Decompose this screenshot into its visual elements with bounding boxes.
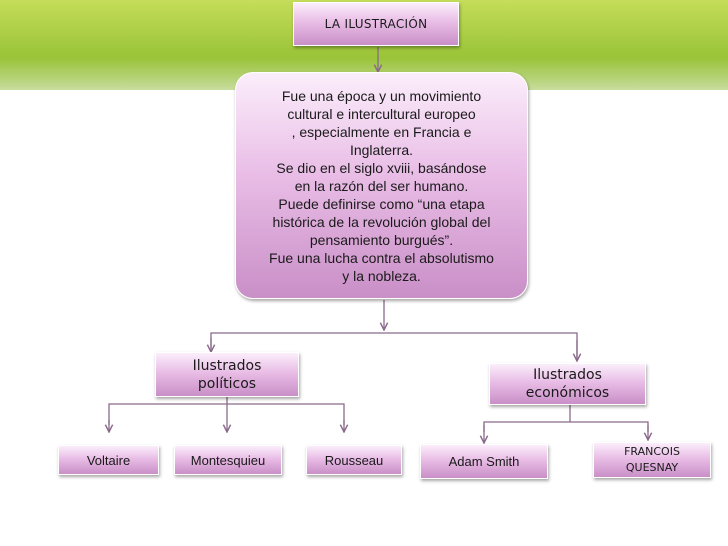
description-line: cultural e intercultural europeo [287,105,476,122]
description-line: en la razón del ser humano. [294,177,469,194]
title-box: LA ILUSTRACIÓN [293,2,459,46]
category-line: políticos [197,375,257,392]
description-line: y la nobleza. [342,267,421,284]
description-line: Fue una época y un movimiento [281,87,482,104]
connector-economicos-bus [483,421,649,432]
leaf-label-line: FRANCOIS [624,445,680,458]
category-ilustrados-politicos: Ilustrados políticos [155,352,299,397]
leaf-label: Adam Smith [448,454,520,469]
leaf-adam-smith: Adam Smith [420,444,548,479]
leaf-label: Montesquieu [190,452,266,468]
description-line: Fue una lucha contra el absolutismo [269,249,494,266]
description-line: histórica de la revolución global del [272,213,491,230]
leaf-label-line: QUESNAY [625,461,679,474]
title-text: LA ILUSTRACIÓN [324,17,428,31]
category-line: Ilustrados [533,367,602,383]
description-line: pensamiento burgués”. [309,231,454,248]
leaf-montesquieu: Montesquieu [174,445,282,475]
category-ilustrados-economicos: Ilustrados económicos [489,363,646,405]
leaf-voltaire: Voltaire [58,445,159,475]
description-line: Inglaterra. [349,141,414,158]
leaf-label: Voltaire [86,452,131,468]
leaf-rousseau: Rousseau [306,445,402,475]
description-line: , especialmente en Francia e [291,123,472,140]
leaf-francois-quesnay: FRANCOIS QUESNAY [593,442,711,478]
description-line: Puede definirse como “una etapa [278,195,485,212]
description-text: Fue una época y un movimiento cultural e… [269,87,494,285]
description-line: Se dio en el siglo xviii, basándose [276,159,487,176]
leaf-label: Rousseau [324,452,384,468]
description-box: Fue una época y un movimiento cultural e… [235,72,528,299]
category-line: económicos [525,385,610,401]
category-line: Ilustrados [192,357,262,374]
